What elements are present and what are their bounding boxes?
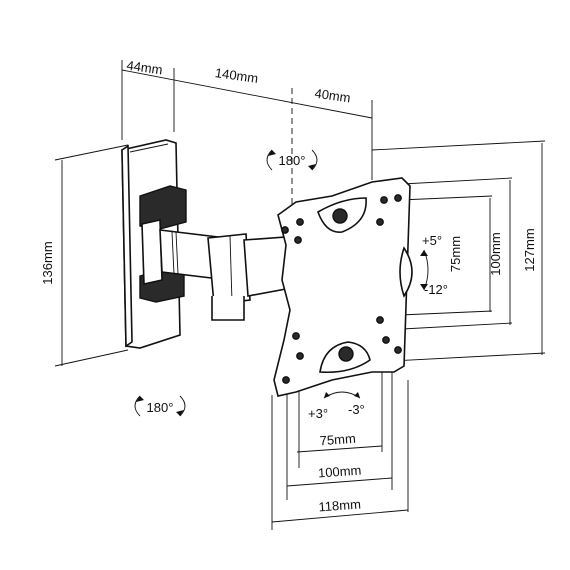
tilt-up-label: +5° [422,233,442,248]
swing-arm [139,185,303,321]
dim-vesa-v-100: 100mm [488,232,503,275]
level-indicator: +3° -3° [308,391,365,421]
arrow-icon [354,392,360,398]
bottom-swivel-label: 180° [147,400,174,415]
arrow-icon [420,250,428,256]
top-swivel-label: 180° [279,153,306,168]
vesa-plate [273,177,413,397]
arrow-icon [176,410,184,416]
bottom-swivel-indicator: 180° [134,395,186,417]
dim-vesa-h-75: 75mm [319,431,356,448]
tilt-down-label: -12° [424,282,448,297]
dim-vesa-v-75: 75mm [448,236,463,272]
dim-offset: 40mm [314,86,352,106]
level-minus-label: -3° [348,402,365,417]
dim-vesa-h-118: 118mm [318,497,361,515]
dimension-labels: 44mm 140mm 40mm 136mm 75mm 100mm 127mm 7… [40,58,537,515]
arrow-icon [136,396,144,402]
dim-plate-height: 136mm [40,241,55,284]
dim-vesa-h-100: 100mm [318,463,362,481]
top-swivel-indicator: 180° [266,149,318,171]
arrow-icon [308,164,316,170]
arrow-icon [324,392,330,398]
dim-wall-depth: 44mm [126,58,164,78]
arrow-icon [420,284,428,290]
arrow-icon [268,150,276,156]
dim-arm-length: 140mm [214,65,259,86]
level-plus-label: +3° [308,406,328,421]
tilt-indicator: +5° -12° [420,233,448,297]
dim-vesa-v-127: 127mm [522,228,537,271]
